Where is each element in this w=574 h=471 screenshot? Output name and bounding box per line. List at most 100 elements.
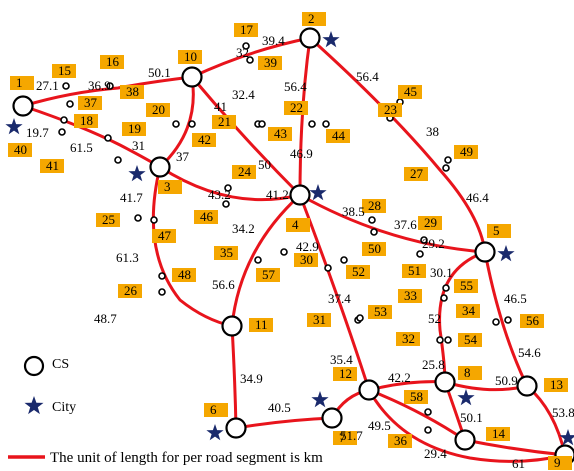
- road-segment: [527, 386, 565, 455]
- demand-point-marker: [445, 337, 451, 343]
- demand-point-marker: [281, 249, 287, 255]
- station-label: 9: [548, 456, 572, 470]
- station-label: 2: [302, 12, 326, 26]
- demand-point-label: 26: [118, 284, 142, 298]
- segment-length-label: 39.4: [262, 34, 285, 48]
- segment-length-label: 31: [132, 139, 145, 153]
- segment-length-label: 54.6: [518, 346, 541, 360]
- road-segment: [300, 38, 310, 195]
- demand-point-marker: [151, 217, 157, 223]
- segment-length-label: 35.4: [330, 353, 353, 367]
- demand-point-label: 32: [396, 332, 420, 346]
- demand-point-label: 22: [284, 101, 308, 115]
- demand-point-label: 40: [8, 143, 32, 157]
- segment-length-label: 25.8: [422, 358, 445, 372]
- demand-point-label: 25: [96, 213, 120, 227]
- demand-point-label: 15: [52, 64, 76, 78]
- demand-point-label: 50: [362, 242, 386, 256]
- station-label: 14: [486, 427, 510, 441]
- demand-point-label: 38: [120, 85, 144, 99]
- station-label: 13: [544, 378, 568, 392]
- station-node: [323, 409, 342, 428]
- segment-length-label: 49.5: [368, 419, 391, 433]
- station-node: [456, 431, 475, 450]
- demand-point-marker: [173, 121, 179, 127]
- segment-length-label: 46.9: [290, 147, 313, 161]
- station-node: [518, 377, 537, 396]
- demand-point-label: 19: [122, 122, 146, 136]
- demand-point-label: 34: [456, 304, 480, 318]
- segment-length-label: 46.5: [504, 292, 527, 306]
- segment-length-label: 40.5: [268, 401, 291, 415]
- demand-point-label: 39: [258, 56, 282, 70]
- demand-point-marker: [105, 135, 111, 141]
- demand-point-marker: [443, 165, 449, 171]
- segment-length-label: 43.2: [208, 188, 231, 202]
- demand-point-label: 42: [192, 133, 216, 147]
- demand-point-label: 41: [40, 159, 64, 173]
- segment-length-label: 41.7: [120, 191, 143, 205]
- segment-length-label: 32.4: [232, 88, 255, 102]
- legend-graphics: [8, 357, 45, 457]
- star-icon: [5, 118, 22, 134]
- demand-point-marker: [135, 215, 141, 221]
- segment-length-label: 27.1: [36, 79, 59, 93]
- demand-point-label: 52: [346, 265, 370, 279]
- demand-point-label: 48: [172, 268, 196, 282]
- star-icon: [25, 396, 44, 414]
- demand-point-label: 31: [307, 313, 331, 327]
- demand-point-marker: [255, 257, 261, 263]
- station-label: 6: [204, 403, 228, 417]
- station-node: [476, 243, 495, 262]
- demand-point-marker: [61, 117, 67, 123]
- star-icon: [497, 245, 514, 261]
- segment-length-label: 50.1: [460, 411, 483, 425]
- demand-point-label: 57: [256, 268, 280, 282]
- star-icon: [311, 391, 328, 407]
- station-node: [227, 419, 246, 438]
- segment-length-label: 50.9: [495, 374, 518, 388]
- segment-length-label: 37.4: [328, 292, 351, 306]
- demand-point-label: 27: [404, 167, 428, 181]
- station-label: 1: [10, 76, 34, 90]
- demand-point-marker: [115, 157, 121, 163]
- segment-length-label: 50.1: [148, 66, 171, 80]
- road-segment: [465, 440, 565, 455]
- demand-point-label: 58: [404, 390, 428, 404]
- demand-point-label: 36: [388, 434, 412, 448]
- demand-point-label: 51: [402, 264, 426, 278]
- demand-point-label: 35: [214, 246, 238, 260]
- demand-point-label: 37: [78, 96, 102, 110]
- segment-length-label: 42.9: [296, 240, 319, 254]
- segment-length-label: 37.6: [394, 218, 417, 232]
- demand-point-marker: [441, 295, 447, 301]
- demand-point-marker: [159, 289, 165, 295]
- demand-point-label: 20: [146, 103, 170, 117]
- demand-point-label: 54: [458, 333, 482, 347]
- segment-length-label: 42.2: [388, 371, 411, 385]
- demand-point-label: 24: [232, 165, 256, 179]
- segment-length-label: 48.7: [94, 312, 117, 326]
- station-label: 4: [286, 218, 310, 232]
- demand-point-label: 33: [398, 289, 422, 303]
- demand-point-marker: [371, 229, 377, 235]
- road-segment: [232, 195, 300, 326]
- segment-length-label: 56.4: [356, 70, 379, 84]
- segment-length-label: 56.6: [212, 278, 235, 292]
- demand-point-label: 45: [398, 85, 422, 99]
- station-label: 12: [333, 367, 357, 381]
- station-label: 10: [178, 50, 202, 64]
- demand-point-marker: [67, 101, 73, 107]
- segment-length-label: 36.9: [88, 79, 111, 93]
- segment-length-label: 38.5: [342, 205, 365, 219]
- road-segment: [232, 326, 236, 428]
- legend-road-text: The unit of length for per road segment …: [50, 450, 323, 467]
- station-node: [183, 68, 202, 87]
- segment-length-label: 32: [236, 46, 249, 60]
- road-segment: [236, 418, 332, 428]
- demand-point-label: 53: [368, 305, 392, 319]
- demand-point-marker: [357, 315, 363, 321]
- star-icon: [128, 165, 145, 181]
- star-icon: [457, 389, 474, 405]
- station-label: 11: [249, 318, 273, 332]
